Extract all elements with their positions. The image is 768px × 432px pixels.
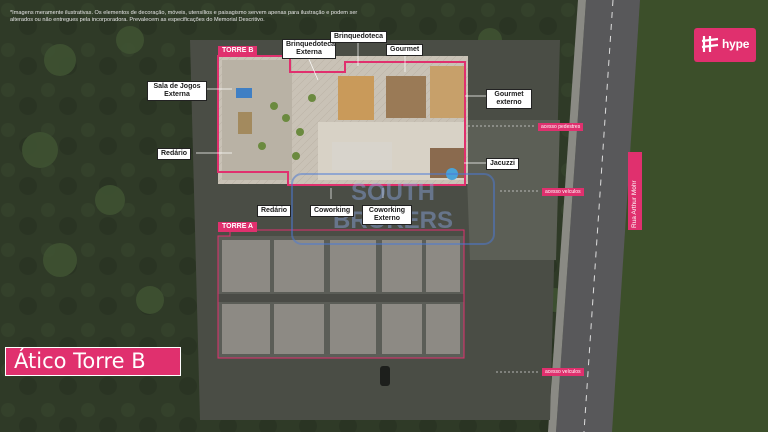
torre-a-outline xyxy=(217,229,465,359)
lounge-deck xyxy=(238,112,252,134)
gourmet-externo-deck xyxy=(430,66,464,118)
page-title-box: Ático Torre B xyxy=(5,347,181,376)
sidewalk xyxy=(548,0,586,432)
label-coworking: Coworking xyxy=(310,205,355,217)
label-sala-de-jogos: Sala de Jogos Externa xyxy=(147,81,207,101)
parking-area xyxy=(465,120,560,260)
watermark-line-1: SOUTH xyxy=(351,179,435,206)
pool-table xyxy=(236,88,252,98)
torre-a-tag: TORRE A xyxy=(218,222,258,232)
torre-b-outline xyxy=(217,55,466,186)
access-vehicles-tag-2: acesso veículos xyxy=(542,368,584,376)
label-brinquedoteca-externa: Brinquedoteca Externa xyxy=(282,39,336,59)
label-gourmet-externo: Gourmet externo xyxy=(486,89,532,109)
gourmet-floor xyxy=(386,76,426,118)
torre-a-units xyxy=(222,240,460,354)
road-center-line xyxy=(583,0,614,432)
label-coworking-externo: Coworking Externo xyxy=(362,205,412,225)
label-jacuzzi: Jacuzzi xyxy=(486,158,519,170)
coworking-room xyxy=(332,142,392,170)
disclaimer-text: *Imagens meramente ilustrativas. Os elem… xyxy=(10,10,358,23)
car xyxy=(380,366,390,386)
right-lawn xyxy=(610,0,768,432)
label-redario-left: Redário xyxy=(157,148,192,160)
torre-a-corridor xyxy=(218,294,464,302)
play-area xyxy=(222,60,292,180)
hype-logo-icon xyxy=(701,36,719,52)
label-redario-bottom: Redário xyxy=(257,205,292,217)
planters xyxy=(258,94,316,160)
street-name-text: Rua Arthur Mohr xyxy=(631,180,638,228)
hype-logo-text: hype xyxy=(722,37,750,51)
leader-lines xyxy=(196,41,486,199)
brinquedoteca-floor xyxy=(338,76,374,120)
access-pedestrians-tag: acesso pedestres xyxy=(538,123,584,131)
access-vehicles-tag-1: acesso veículos xyxy=(542,188,584,196)
page-title: Ático Torre B xyxy=(14,349,146,373)
label-gourmet: Gourmet xyxy=(386,44,424,56)
hype-logo: hype xyxy=(694,28,756,62)
label-brinquedoteca: Brinquedoteca xyxy=(330,31,388,43)
torre-b-tag: TORRE B xyxy=(218,46,258,56)
street-name-tag: Rua Arthur Mohr xyxy=(628,152,642,230)
